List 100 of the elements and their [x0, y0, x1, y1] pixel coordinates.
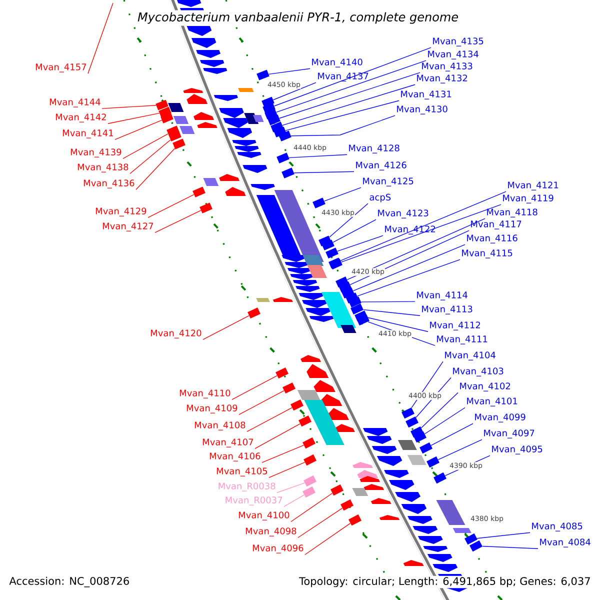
gene-label: Mvan_4132 [417, 74, 468, 84]
gene-label: Mvan_4123 [378, 210, 428, 218]
gene-block [268, 114, 280, 126]
gene-label: Mvan_4084 [540, 538, 590, 548]
leader-line [360, 301, 416, 302]
gene-label: Mvan_4111 [437, 336, 488, 344]
gene-label: Mvan_4126 [356, 162, 406, 170]
leader-line [279, 72, 420, 119]
gene-label: Mvan_4109 [186, 404, 238, 414]
gene-block [192, 186, 206, 198]
gene-block [312, 198, 326, 208]
leader-line [268, 68, 310, 75]
gene-block [348, 514, 362, 526]
gene-label: Mvan_R0038 [218, 482, 276, 492]
gene-block [406, 416, 418, 428]
leader-line [288, 154, 348, 158]
gene-block [340, 499, 354, 511]
gene-block [326, 248, 338, 258]
gene-label: Mvan_4138 [78, 164, 128, 172]
gene-label: Mvan_4110 [180, 390, 230, 398]
gene-label: Mvan_4139 [70, 148, 122, 158]
gene-block [256, 70, 270, 80]
gene-label: Mvan_4112 [430, 322, 480, 330]
leader-line [363, 309, 420, 316]
leader-line [324, 187, 362, 202]
gene-label: Mvan_4117 [471, 220, 522, 230]
gene-block [248, 308, 260, 318]
gene-block [278, 130, 292, 142]
leader-line [438, 439, 482, 460]
leader-line [136, 148, 176, 190]
gene-label: Mvan_4106 [210, 452, 260, 462]
leader-line [272, 82, 316, 100]
leader-line [238, 390, 284, 415]
leader-line [294, 171, 354, 174]
leader-line [340, 191, 506, 262]
gene-block [172, 138, 186, 150]
gene-label: Mvan_4120 [150, 330, 202, 338]
leader-line [285, 100, 400, 131]
leader-line [282, 84, 416, 126]
gene-label: Mvan_4131 [401, 90, 452, 100]
gene-label: acpS [370, 194, 391, 202]
gene-label: Mvan_4099 [475, 414, 526, 422]
gene-block [264, 108, 278, 120]
gene-label: Mvan_4096 [252, 544, 304, 554]
gene-label: Mvan_4104 [445, 352, 496, 360]
gene-label: Mvan_4100 [238, 512, 290, 520]
gene-block [302, 437, 316, 449]
leader-line [148, 194, 194, 218]
gene-label: Mvan_4118 [487, 208, 538, 218]
leader-line [276, 60, 426, 112]
gene-label: Mvan_4130 [397, 106, 448, 114]
leader-line [298, 508, 343, 538]
gene-label: Mvan_4113 [422, 306, 472, 314]
leader-line [154, 210, 202, 233]
gene-block [276, 152, 290, 164]
leader-line [329, 203, 368, 238]
leader-line [352, 244, 466, 292]
gene-label: Mvan_4127 [102, 222, 154, 232]
leader-line [341, 204, 502, 262]
gene-block [262, 102, 276, 114]
gene-block [302, 486, 316, 498]
gene-label: Mvan_4129 [96, 208, 146, 216]
gene-label: Mvan_4134 [428, 50, 478, 60]
gene-block [168, 130, 182, 142]
gene-block [342, 288, 354, 298]
title: Mycobacterium vanbaalenii PYR-1, complete genome [136, 10, 460, 26]
gene-label: Mvan_4128 [349, 144, 400, 154]
leader-line [276, 482, 305, 493]
gene-label: Mvan_4098 [246, 528, 296, 536]
gene-block [200, 202, 212, 214]
gene-block [282, 382, 296, 394]
gene-block [420, 442, 432, 454]
gene-label: Mvan_4085 [532, 522, 582, 532]
gene-block [156, 100, 168, 110]
gene-label: Mvan_4103 [453, 368, 504, 376]
leader-line [284, 494, 304, 507]
gene-label: Mvan_4107 [202, 438, 254, 448]
gene-block [158, 106, 172, 118]
gene-block [434, 472, 446, 484]
gene-block [160, 112, 174, 124]
gene-label: Mvan_4095 [492, 446, 542, 454]
gene-label: Mvan_4144 [50, 98, 100, 108]
gene-block [402, 407, 414, 419]
leader-line [122, 133, 168, 159]
gene-label: Mvan_4133 [422, 62, 472, 72]
leader-line [332, 219, 376, 243]
leader-line [424, 407, 466, 434]
gene-label: Mvan_4105 [216, 468, 268, 476]
gene-label: Mvan_4135 [433, 38, 484, 46]
leader-line [108, 112, 160, 124]
leader-line [130, 139, 171, 174]
gene-label: Mvan_4141 [62, 130, 113, 138]
leader-line [482, 546, 538, 549]
leader-line [290, 492, 333, 522]
leader-line [430, 423, 474, 446]
gene-block [322, 240, 334, 250]
leader-line [476, 532, 530, 539]
gene-label: Mvan_R0037 [226, 496, 282, 506]
leader-line [202, 315, 250, 340]
gene-block [356, 314, 370, 326]
